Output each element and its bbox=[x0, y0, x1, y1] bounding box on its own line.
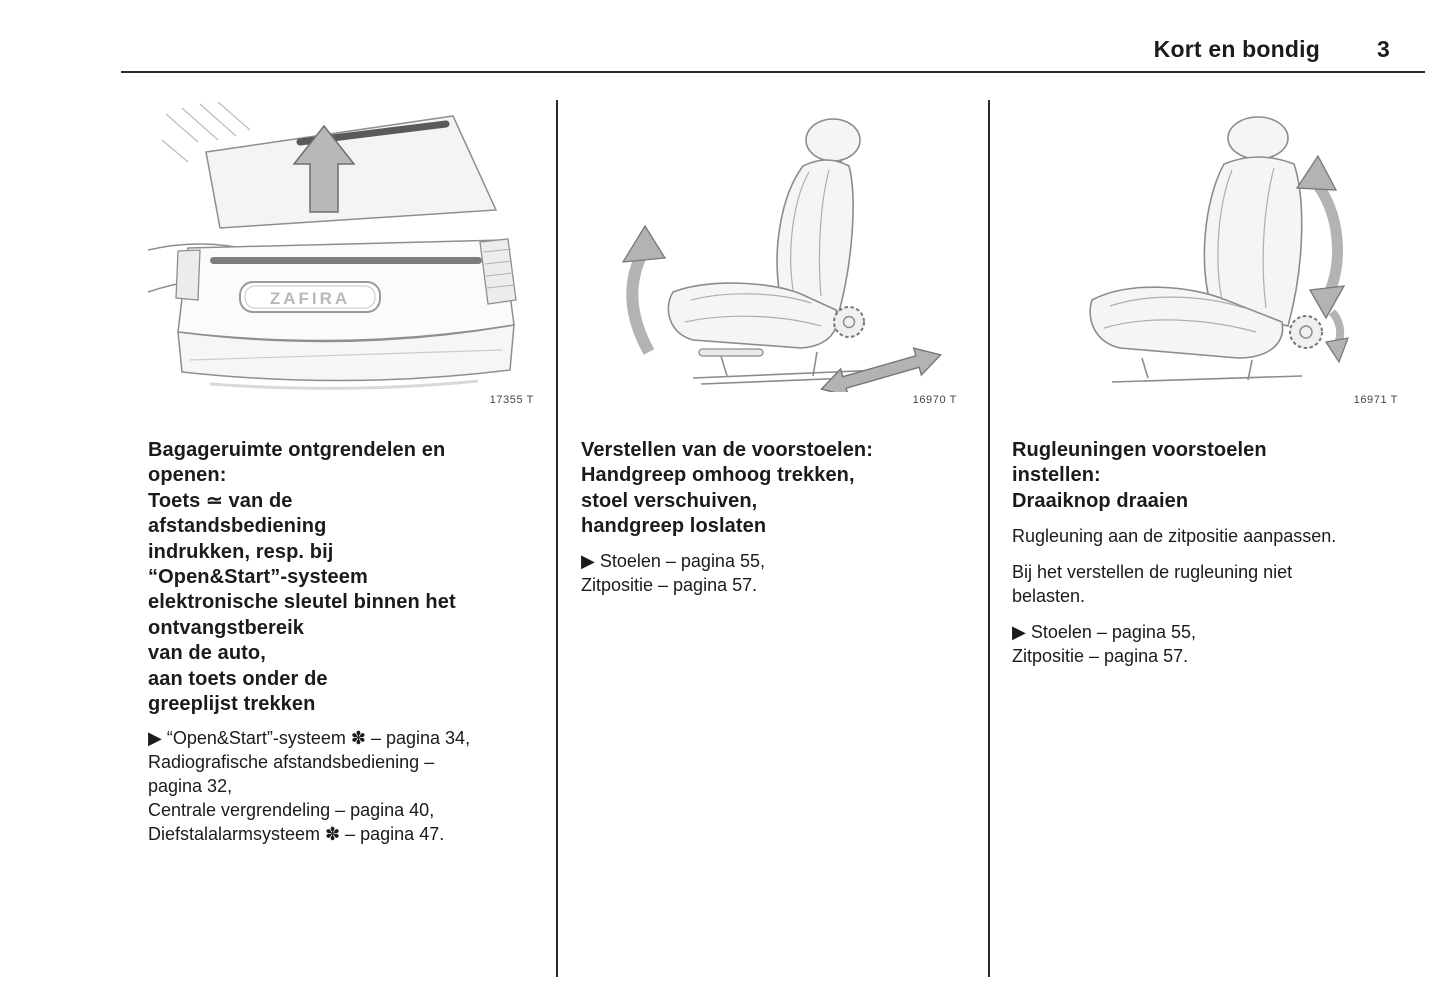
page-number: 3 bbox=[1377, 36, 1390, 62]
column-seat-adjust: 16970 T Verstellen van de voorstoelen: H… bbox=[581, 100, 963, 597]
seat-seams bbox=[1103, 167, 1275, 333]
background-hatch bbox=[161, 101, 251, 163]
up-arrow-icon bbox=[292, 124, 356, 213]
bumper-seam bbox=[189, 349, 503, 361]
figure-backrest: 16971 T bbox=[1012, 100, 1404, 408]
column-divider-2 bbox=[988, 100, 990, 977]
figure-caption: 16971 T bbox=[1353, 394, 1398, 406]
seat-outline bbox=[1089, 116, 1303, 359]
bumper bbox=[177, 324, 515, 382]
slide-arrow-icon bbox=[820, 347, 942, 392]
tailgate-open-panel bbox=[205, 115, 498, 229]
license-plate: ZAFIRA bbox=[239, 281, 381, 313]
trunk-illustration: ZAFIRA bbox=[148, 101, 517, 390]
grip-strip bbox=[210, 257, 482, 264]
column-heading: Verstellen van de voorstoelen: Handgreep… bbox=[581, 439, 873, 538]
backrest-illustration bbox=[1089, 116, 1349, 383]
column-paragraph: Rugleuning aan de zitpositie aanpassen. bbox=[1012, 526, 1337, 547]
seat-seams bbox=[684, 169, 830, 327]
knob-icon bbox=[833, 306, 865, 338]
figure-caption: 16970 T bbox=[912, 394, 957, 406]
column-body: ▶ “Open&Start”-systeem ✽ – pagina 34, Ra… bbox=[148, 728, 471, 845]
column-body: ▶ Stoelen – pagina 55, Zitpositie – pagi… bbox=[581, 550, 765, 595]
figure-caption: 17355 T bbox=[489, 394, 534, 406]
rotate-arrow-icon bbox=[1325, 309, 1349, 364]
page-header-title: Kort en bondig bbox=[1153, 36, 1320, 62]
figure-seat-adjust: 16970 T bbox=[581, 100, 963, 408]
column-heading: Rugleuningen voorstoelen instellen: Draa… bbox=[1012, 439, 1267, 512]
column-body: ▶ Stoelen – pagina 55, Zitpositie – pagi… bbox=[1012, 622, 1196, 667]
seat-handle bbox=[698, 348, 764, 357]
seat-outline bbox=[667, 118, 861, 349]
ground-shadow bbox=[209, 379, 479, 390]
knob-icon bbox=[1289, 315, 1323, 349]
column-heading: Bagageruimte ontgrendelen en openen: Toe… bbox=[148, 439, 456, 716]
tail-light-left bbox=[175, 249, 201, 301]
column-paragraph: Bij het verstellen de rugleuning niet be… bbox=[1012, 562, 1293, 607]
figure-trunk: ZAFIRA 17355 T bbox=[148, 100, 540, 408]
column-divider-1 bbox=[556, 100, 558, 977]
seat-rails bbox=[1111, 357, 1303, 383]
header-divider bbox=[121, 71, 1425, 73]
lift-arrow-icon bbox=[621, 224, 667, 355]
tail-light-right bbox=[479, 238, 517, 305]
column-backrest: 16971 T Rugleuningen voorstoelen instell… bbox=[1012, 100, 1404, 668]
seat-adjust-illustration bbox=[621, 118, 942, 392]
column-trunk: ZAFIRA 17355 T Bagageruimte ontgrendelen… bbox=[148, 100, 540, 846]
tilt-arrow-icon bbox=[1295, 154, 1346, 320]
zafira-badge: ZAFIRA bbox=[270, 289, 350, 308]
